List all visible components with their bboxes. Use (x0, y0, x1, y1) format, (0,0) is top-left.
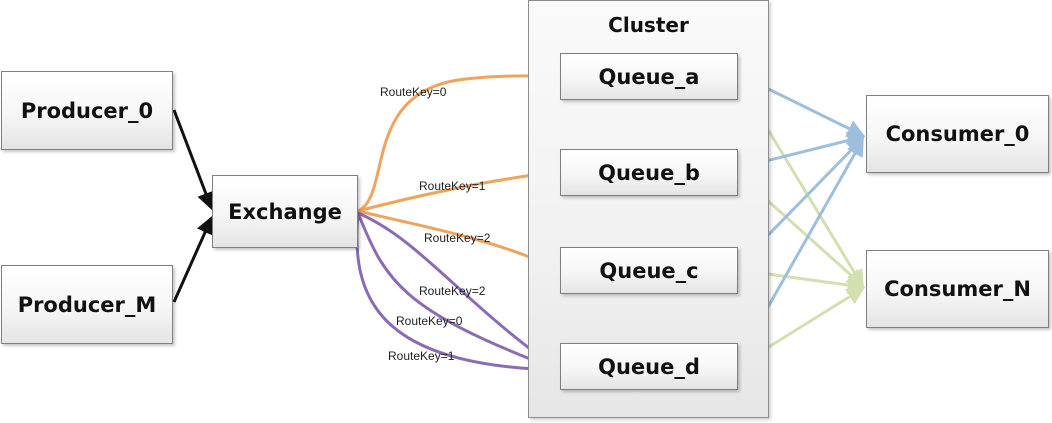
edge-producer-0-to-exchange (172, 109, 215, 211)
queue-b-node: Queue_b (560, 149, 738, 196)
cluster-title: Cluster (608, 13, 689, 37)
consumer-n-node: Consumer_N (866, 250, 1049, 328)
queue-c-node: Queue_c (560, 247, 738, 294)
route-to-queue-d-key0 (356, 212, 560, 373)
route-label-queue-d-key2: RouteKey=2 (419, 284, 486, 298)
route-label-queue-b: RouteKey=1 (419, 179, 486, 193)
exchange-node: Exchange (212, 175, 358, 248)
consumer-0-node: Consumer_0 (866, 95, 1049, 173)
route-label-queue-c: RouteKey=2 (424, 231, 491, 245)
route-label-queue-d-key1: RouteKey=1 (388, 349, 455, 363)
producer-0-node: Producer_0 (1, 71, 173, 150)
route-label-queue-a: RouteKey=0 (380, 85, 447, 99)
edge-producer-m-to-exchange (172, 215, 214, 303)
route-label-queue-d-key0: RouteKey=0 (396, 314, 463, 328)
queue-a-node: Queue_a (560, 53, 738, 100)
producer-m-node: Producer_M (1, 265, 173, 344)
queue-d-node: Queue_d (560, 343, 738, 390)
route-to-queue-a (357, 66, 560, 213)
route-to-queue-d-key2 (357, 211, 559, 371)
